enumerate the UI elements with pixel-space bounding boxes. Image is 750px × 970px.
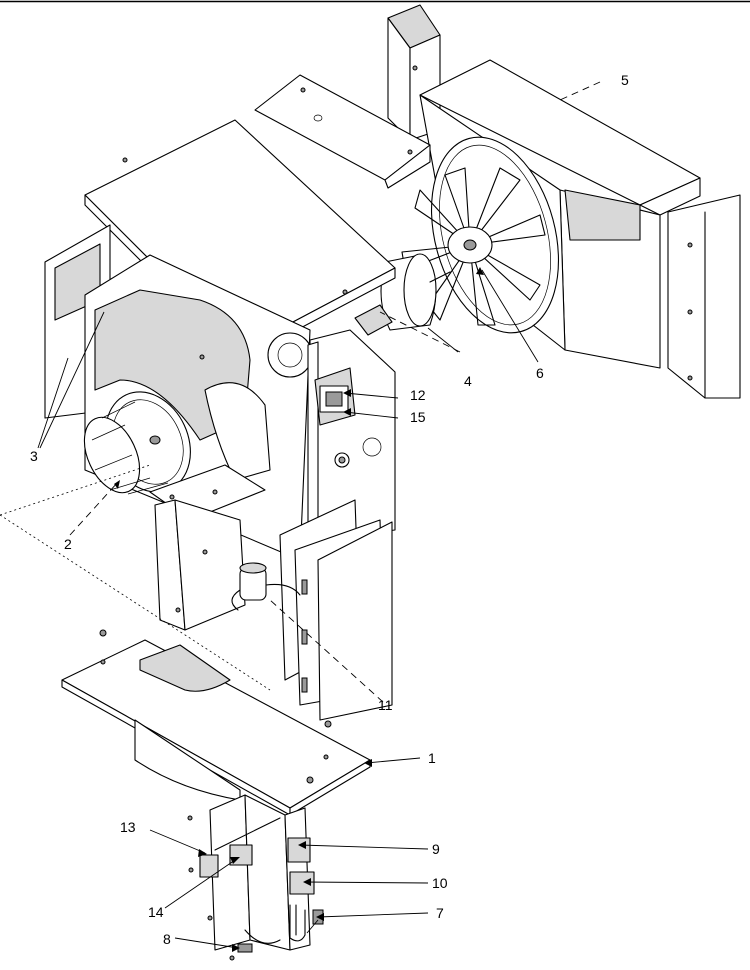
part-electrical-bracket [187,794,324,961]
callout-7: 7 [436,905,444,921]
callout-4: 4 [464,373,472,389]
part-capacitor [231,562,301,611]
callout-14: 14 [148,904,164,920]
part-control-partition [307,329,396,566]
callout-6: 6 [536,365,544,381]
assembly-lines [0,81,601,703]
callout-3: 3 [30,448,38,464]
callout-1: 1 [428,750,436,766]
callout-8: 8 [163,931,171,947]
leader-lines [37,267,539,952]
callout-labels: 1 2 3 4 5 6 7 8 9 10 11 12 13 14 15 [30,72,629,947]
callout-12: 12 [410,387,426,403]
callout-15: 15 [410,409,426,425]
part-blower-wheel [83,391,191,495]
callout-9: 9 [432,841,440,857]
part-condenser-fan-blade [401,136,560,334]
part-condenser-shroud [387,4,741,399]
callout-2: 2 [64,536,72,552]
callout-13: 13 [120,819,136,835]
callout-5: 5 [621,72,629,88]
callout-10: 10 [432,875,448,891]
part-access-panels [279,499,393,721]
callout-11: 11 [378,697,393,713]
part-blower-mounting-plate [149,464,266,631]
